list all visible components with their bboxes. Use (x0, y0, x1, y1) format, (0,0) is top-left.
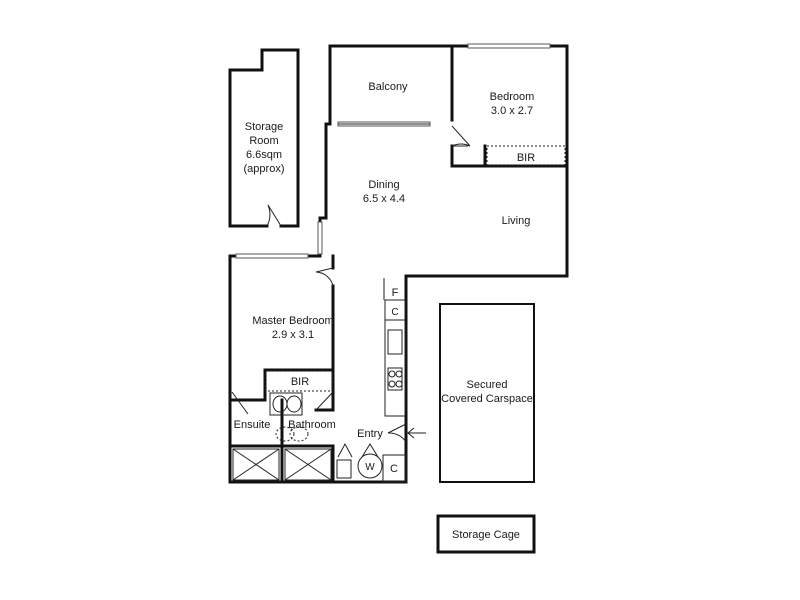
washer-label: W (365, 462, 375, 473)
storage-room (228, 48, 300, 228)
windows (235, 43, 551, 259)
storage-room-approx: (approx) (244, 163, 285, 175)
master-bedroom-door (265, 267, 334, 392)
master-bir-label: BIR (291, 376, 309, 388)
master-bedroom-size: 2.9 x 3.1 (272, 329, 314, 341)
entry-label: Entry (357, 428, 383, 440)
fridge-label: F (392, 287, 399, 299)
bedroom-bir-label: BIR (517, 152, 535, 164)
balcony-label: Balcony (368, 81, 408, 93)
storage-cage-outline (436, 514, 536, 554)
dining-size: 6.5 x 4.4 (363, 193, 405, 205)
storage-room-label-2: Room (249, 135, 278, 147)
storage-room-label-1: Storage (245, 121, 284, 133)
kitchen (383, 278, 406, 417)
storage-room-area: 6.6sqm (246, 149, 282, 161)
entry-door (382, 423, 426, 483)
carspace-outline (439, 303, 535, 483)
storage-cage-label: Storage Cage (452, 529, 520, 541)
ensuite-label: Ensuite (234, 419, 271, 431)
bathroom-fittings (231, 391, 383, 481)
bedroom-size: 3.0 x 2.7 (491, 105, 533, 117)
entry-cupboard-label: C (390, 463, 398, 475)
bedroom-label: Bedroom (490, 91, 535, 103)
dining-label: Dining (368, 179, 399, 191)
bathroom-label: Bathroom (288, 419, 336, 431)
master-bedroom-label: Master Bedroom (252, 315, 333, 327)
bedroom-door (451, 125, 566, 167)
living-label: Living (502, 215, 531, 227)
kitchen-cupboard-label: C (391, 307, 398, 318)
carspace-label-1: Secured (467, 379, 508, 391)
carspace-label-2: Covered Carspace (441, 393, 533, 405)
